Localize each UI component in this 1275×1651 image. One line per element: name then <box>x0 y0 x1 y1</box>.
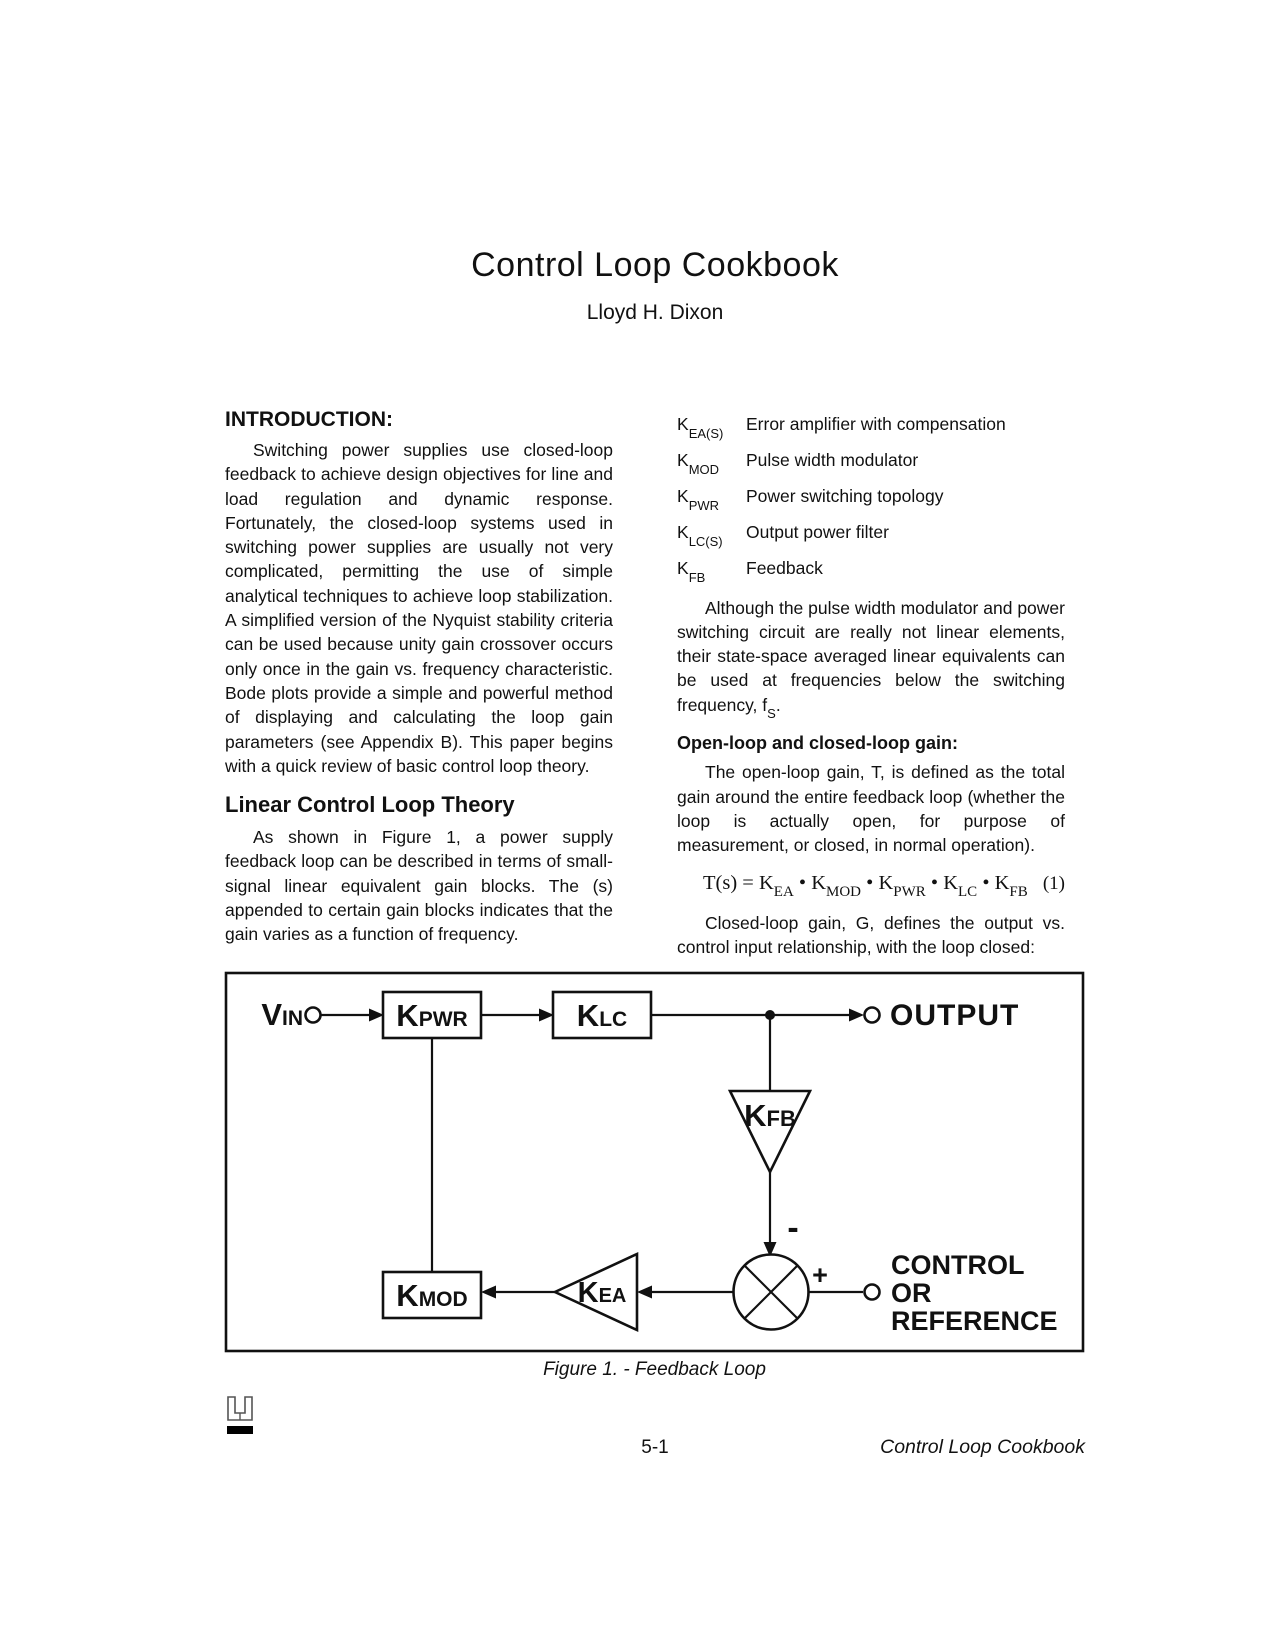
equation-number: (1) <box>1042 872 1065 894</box>
left-column: INTRODUCTION: Switching power supplies u… <box>225 408 613 947</box>
unitrode-logo-icon <box>227 1396 253 1434</box>
control-terminal <box>863 1283 881 1301</box>
vin-label: VIN <box>261 997 303 1032</box>
definition-description: Output power filter <box>746 522 889 542</box>
definition-description: Feedback <box>746 558 823 578</box>
kfb-block <box>727 1089 813 1175</box>
kmod-block <box>381 1270 483 1320</box>
intro-paragraph: Switching power supplies use closed-loop… <box>225 440 613 776</box>
klc-block <box>551 990 653 1040</box>
figure-border <box>224 971 1085 1353</box>
kpwr-block <box>381 990 483 1040</box>
gain-heading: Open-loop and closed-loop gain: <box>677 733 958 754</box>
open-loop-gain-equation: T(s) = KEA • KMOD • KPWR • KLC • KFB (1) <box>677 871 1065 900</box>
footer-book-title: Control Loop Cookbook <box>880 1436 1085 1458</box>
theory-heading: Linear Control Loop Theory <box>225 792 515 818</box>
although-paragraph: Although the pulse width modulator and p… <box>677 597 1065 722</box>
vin-terminal <box>304 1006 322 1024</box>
control-label-line3: REFERENCE <box>891 1306 1058 1336</box>
minus-label: - <box>787 1209 798 1247</box>
page-number: 5-1 <box>641 1437 669 1458</box>
feedback-loop-diagram: VIN KPWR KLC OUTPUT KFB - + KEA KMOD CON… <box>224 971 1085 1353</box>
control-label-line1: CONTROL <box>891 1250 1024 1280</box>
kea-label: KEA <box>578 1277 627 1309</box>
kfb-label: KFB <box>744 1098 796 1133</box>
arrow-into-klc <box>539 1008 554 1022</box>
definition-description: Error amplifier with compensation <box>746 414 1006 434</box>
arrow-into-summing-junction <box>763 1242 777 1257</box>
figure-caption: Figure 1. - Feedback Loop <box>543 1359 766 1380</box>
arrow-into-output <box>849 1008 864 1022</box>
definition-term: KEA(S) <box>677 414 724 441</box>
kmod-label: KMOD <box>396 1278 467 1313</box>
gain-block-definitions: KEA(S) Error amplifier with compensation… <box>677 414 1065 585</box>
right-column: KEA(S) Error amplifier with compensation… <box>677 408 1065 959</box>
definition-description: Pulse width modulator <box>746 450 919 470</box>
intro-heading: INTRODUCTION: <box>225 408 393 431</box>
definition-term: KMOD <box>677 450 720 477</box>
definition-row: KFB Feedback <box>677 558 1065 585</box>
definition-term: KLC(S) <box>677 522 723 549</box>
figure-1: VIN KPWR KLC OUTPUT KFB - + KEA KMOD CON… <box>224 971 1085 1381</box>
definition-row: KEA(S) Error amplifier with compensation <box>677 414 1065 441</box>
arrow-into-kpwr <box>369 1008 384 1022</box>
equation-body: T(s) = KEA • KMOD • KPWR • KLC • KFB <box>703 871 1028 900</box>
kpwr-label: KPWR <box>396 998 467 1033</box>
definition-row: KLC(S) Output power filter <box>677 522 1065 549</box>
definition-term: KPWR <box>677 486 720 513</box>
control-label-line2: OR <box>891 1278 932 1308</box>
page-title: Control Loop Cookbook <box>471 246 839 284</box>
definition-row: KMOD Pulse width modulator <box>677 450 1065 477</box>
plus-label: + <box>812 1260 828 1290</box>
klc-label: KLC <box>577 998 627 1033</box>
closed-loop-paragraph: Closed-loop gain, G, defines the output … <box>677 912 1065 958</box>
theory-paragraph: As shown in Figure 1, a power supply fee… <box>225 827 613 945</box>
output-terminal <box>863 1006 881 1024</box>
output-label: OUTPUT <box>890 999 1019 1032</box>
kea-block <box>551 1251 639 1333</box>
arrow-into-kea <box>637 1285 652 1299</box>
definition-term: KFB <box>677 558 706 585</box>
definition-description: Power switching topology <box>746 486 944 506</box>
author-name: Lloyd H. Dixon <box>586 301 724 324</box>
arrow-into-kmod <box>481 1285 496 1299</box>
header: Control Loop Cookbook Lloyd H. Dixon <box>225 246 1085 325</box>
definition-row: KPWR Power switching topology <box>677 486 1065 513</box>
open-loop-paragraph: The open-loop gain, T, is defined as the… <box>677 762 1065 856</box>
